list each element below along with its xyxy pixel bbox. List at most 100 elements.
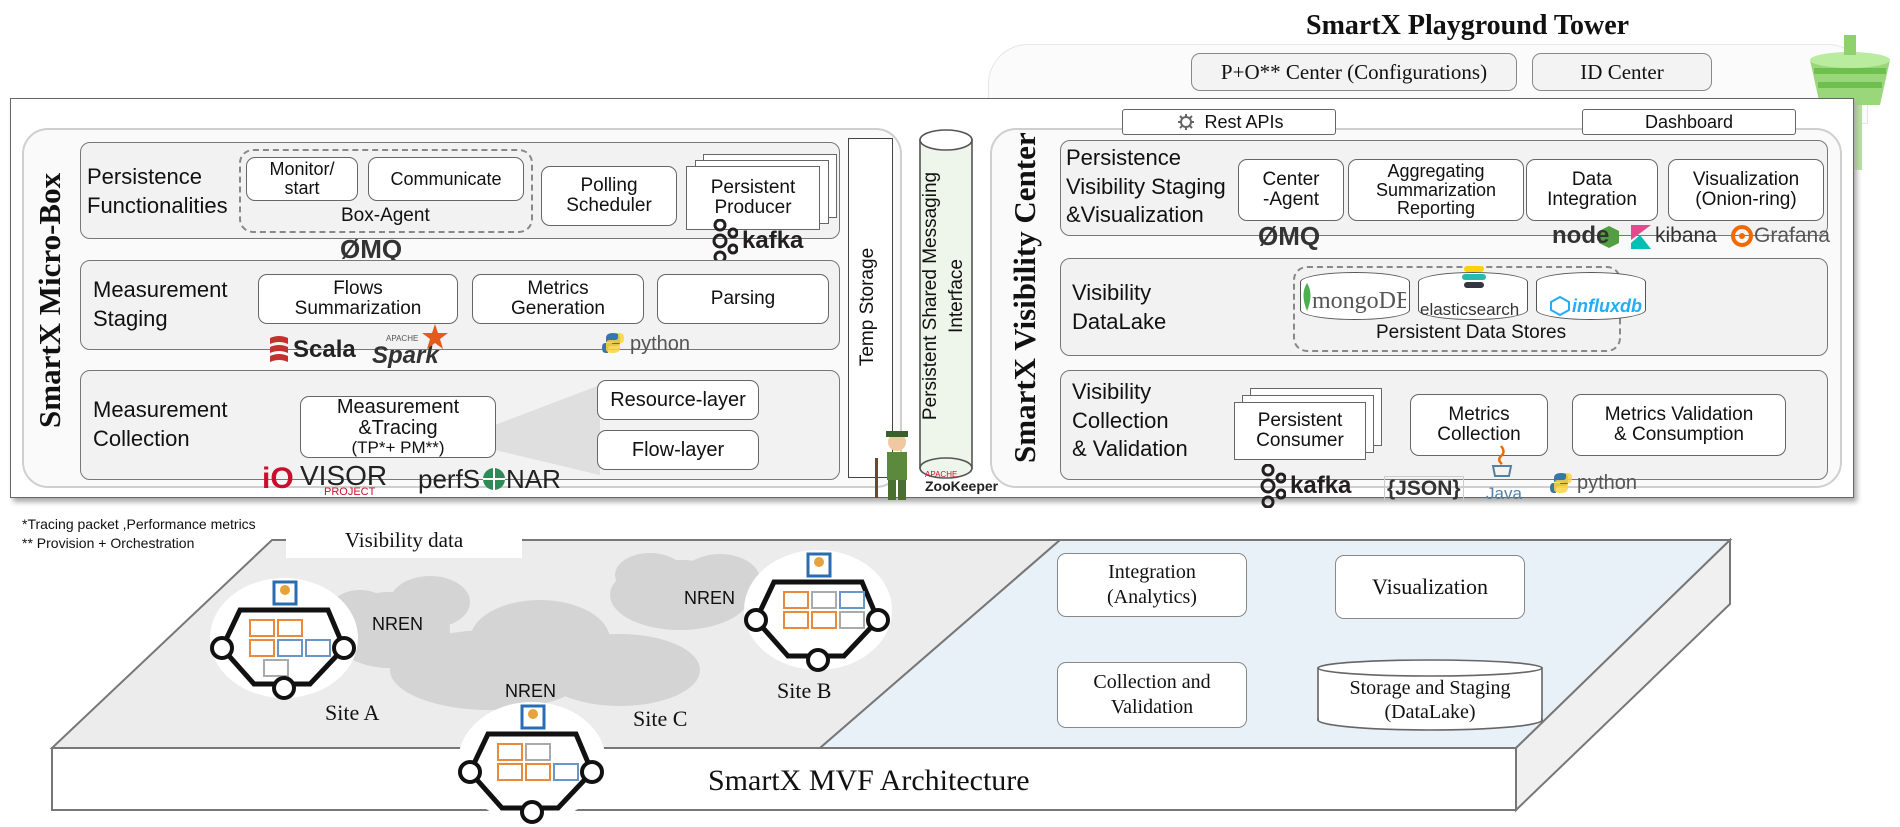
zookeeper-icon [875,431,908,500]
spark-logo: Spark [372,342,439,369]
python-logo-vc: python [1577,472,1638,494]
messaging-cylinder [919,129,973,479]
visualization-onion-box: Visualization (Onion-ring) [1668,159,1824,221]
grafana-icon [1731,225,1753,247]
java-label: Java [1486,484,1522,503]
integration-analytics-box: Integration (Analytics) [1057,553,1247,617]
site-a-node-icon [210,578,358,700]
influxdb-logo: influxdb [1572,296,1642,316]
zookeeper-label: ZooKeeper [925,478,999,494]
persistent-consumer-box: Persistent Consumer [1234,402,1366,460]
mongodb-leaf-icon [1303,283,1311,311]
metrics-collection-box: Metrics Collection [1410,394,1548,456]
aggregating-box: Aggregating Summarization Reporting [1348,159,1524,221]
flow-layer-box: Flow-layer [597,430,759,470]
nren-label-c: NREN [505,681,557,701]
collection-validation-box: Collection and Validation [1057,662,1247,728]
staging-label: Measurement Staging [93,277,228,332]
site-b-node-icon [744,550,892,672]
zookeeper-apache-label: APACHE [925,470,958,479]
storage-cylinder [1317,659,1543,731]
scala-icon [270,336,288,362]
python-icon [602,333,624,353]
tracing-subtitle: (TP*+ PM**) [351,438,445,458]
perfsonar-globe-icon [483,468,505,490]
center-agent-box: Center -Agent [1238,159,1344,221]
spark-star-icon [422,324,448,349]
mongodb-logo: mongoDB [1312,288,1406,314]
temp-storage-label: Temp Storage [857,247,878,367]
visor-project-label: PROJECT [324,486,376,498]
box-agent-group [239,149,533,233]
site-c-node-icon [458,702,606,824]
mongodb-cylinder [1300,272,1410,320]
footnote-2: ** Provision + Orchestration [22,535,195,551]
persistence-label: Persistence Functionalities [87,164,228,219]
site-b-label: Site B [777,678,832,703]
influxdb-icon [1550,296,1570,316]
zmq-logo: ØMQ [340,234,403,264]
site-c-label: Site C [633,706,688,731]
collection-label: Measurement Collection [93,397,228,452]
footnote-1: *Tracing packet ,Performance metrics [22,516,256,532]
microbox-title: SmartX Micro-Box [32,172,67,428]
visibility-staging-label: Persistence Visibility Staging &Visualiz… [1066,145,1226,228]
rest-apis-box: Rest APIs [1122,109,1336,135]
nodejs-logo: node [1552,222,1610,249]
persistent-producer-box: Persistent Producer [686,166,820,230]
visibility-data-label: Visibility data [286,528,522,558]
monitor-box: Monitor/ start [246,157,358,201]
visualization-box: Visualization [1335,555,1525,619]
messaging-label: Persistent Shared Messaging Interface [920,171,967,421]
metrics-generation-box: Metrics Generation [472,274,644,324]
tracing-projection [495,385,600,475]
dashboard-box: Dashboard [1582,109,1796,135]
visibility-collection-label: Visibility Collection & Validation [1072,379,1188,462]
tracing-title: Measurement &Tracing [336,396,460,440]
site-a-label: Site A [325,700,380,725]
visor-io-logo: iO [262,462,294,495]
json-logo: {JSON} [1384,476,1464,502]
grafana-logo: Grafana [1754,224,1830,247]
kibana-logo: kibana [1655,224,1717,247]
id-center-box: ID Center [1532,53,1712,91]
parsing-box: Parsing [657,274,829,324]
spark-apache-label: APACHE [386,334,419,343]
flows-summarization-box: Flows Summarization [258,274,458,324]
storage-staging-label: Storage and Staging (DataLake) [1349,677,1511,723]
java-cup-icon [1491,445,1513,477]
gear-icon [1178,114,1195,130]
box-agent-label: Box-Agent [341,205,430,226]
rest-apis-label: Rest APIs [1204,111,1284,132]
kafka-logo: kafka [742,227,804,254]
measurement-tracing-box: Measurement &Tracing (TP*+ PM**) [300,396,496,458]
nren-label-b: NREN [684,588,736,608]
scala-logo: Scala [293,336,356,363]
metrics-validation-box: Metrics Validation & Consumption [1572,394,1786,456]
kafka-logo-vc: kafka [1290,472,1352,499]
elasticsearch-icon [1462,266,1486,288]
influxdb-cylinder [1536,272,1646,320]
tower-title: SmartX Playground Tower [1306,10,1630,41]
elasticsearch-label: elasticsearch [1420,300,1520,319]
polling-scheduler-box: Polling Scheduler [541,166,677,226]
po-center-box: P+O** Center (Configurations) [1191,53,1517,91]
zmq-logo-vc: ØMQ [1258,221,1321,251]
visibility-title: SmartX Visibility Center [1007,132,1042,463]
python-logo: python [630,333,691,355]
resource-layer-box: Resource-layer [597,380,759,420]
kafka-icon [712,219,738,263]
python-icon-vc [1550,473,1572,493]
nren-label-a: NREN [372,614,424,634]
mvf-architecture-title: SmartX MVF Architecture [708,764,1030,797]
kafka-icon-vc [1260,464,1286,508]
temp-storage-box [848,138,893,478]
data-integration-box: Data Integration [1526,159,1658,221]
perfsonar-logo-b: NAR [506,464,561,494]
nren-clouds [330,553,760,710]
perfsonar-logo-a: perfS [418,464,481,494]
kibana-icon [1631,225,1651,249]
visor-logo: VISOR [300,460,388,491]
persistent-data-stores-label: Persistent Data Stores [1376,322,1567,343]
communicate-box: Communicate [368,157,524,201]
